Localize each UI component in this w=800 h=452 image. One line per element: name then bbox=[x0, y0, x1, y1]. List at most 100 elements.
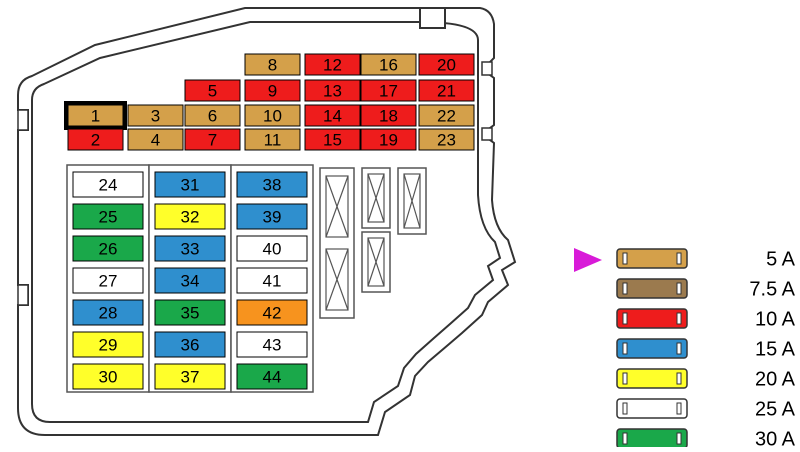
fuse-6-label: 6 bbox=[208, 107, 217, 126]
legend-swatch-pin-left bbox=[622, 312, 628, 325]
fuse-41-label: 41 bbox=[263, 272, 282, 291]
legend-label-7.5A: 7.5 A bbox=[749, 279, 795, 301]
legend-item-20A: 20 A bbox=[616, 368, 796, 391]
legend-label-25A: 25 A bbox=[755, 399, 796, 421]
fuse-30: 30 bbox=[72, 363, 144, 390]
fuse-41-body bbox=[236, 267, 308, 294]
fuse-32-body bbox=[154, 203, 226, 230]
fuse-29: 29 bbox=[72, 331, 144, 358]
housing-inner-outline bbox=[31, 21, 502, 423]
fuse-9: 9 bbox=[244, 79, 301, 102]
fuse-21-body bbox=[418, 79, 475, 102]
legend-label-20A: 20 A bbox=[755, 369, 796, 391]
legend-item-25A: 25 A bbox=[616, 398, 796, 421]
fuse-4-body bbox=[127, 128, 184, 151]
fuse-8-label: 8 bbox=[268, 56, 277, 75]
legend-item-15A: 15 A bbox=[616, 338, 796, 361]
relay-slot-1-cross-b bbox=[325, 248, 349, 311]
fuse-25-body bbox=[72, 203, 144, 230]
fuse-39-label: 39 bbox=[263, 208, 282, 227]
fuse-8: 8 bbox=[244, 53, 301, 76]
fuse-20-label: 20 bbox=[437, 56, 456, 75]
fuse-32: 32 bbox=[154, 203, 226, 230]
legend-item-10A: 10 A bbox=[616, 308, 796, 331]
fuse-40-body bbox=[236, 235, 308, 262]
fuse-17-body bbox=[360, 79, 417, 102]
fuse-22-label: 22 bbox=[437, 107, 456, 126]
housing-clip-left-1 bbox=[17, 109, 29, 131]
fuse-27-label: 27 bbox=[99, 272, 118, 291]
fuse-40: 40 bbox=[236, 235, 308, 262]
fuse-18: 18 bbox=[360, 104, 417, 127]
fuse-14-body bbox=[304, 104, 361, 127]
fuse-4-label: 4 bbox=[151, 131, 160, 150]
legend-swatch-5A bbox=[616, 248, 688, 269]
housing-clip-right-1 bbox=[481, 61, 493, 76]
fuse-7: 7 bbox=[184, 128, 241, 151]
fuse-25: 25 bbox=[72, 203, 144, 230]
fuse-42: 42 bbox=[236, 299, 308, 326]
fuse-2-label: 2 bbox=[91, 131, 100, 150]
fuse-17-label: 17 bbox=[379, 82, 398, 101]
legend-label-5A: 5 A bbox=[766, 249, 796, 271]
fuse-9-body bbox=[244, 79, 301, 102]
relay-slot-1-cross-b bbox=[325, 175, 349, 238]
legend-label-15A: 15 A bbox=[755, 339, 796, 361]
fuse-23-label: 23 bbox=[437, 131, 456, 150]
legend-item-30A: 30 A bbox=[616, 428, 796, 451]
fuse-1-label: 1 bbox=[91, 107, 100, 126]
fuse-23-body bbox=[418, 128, 475, 151]
fuse-31-body bbox=[154, 171, 226, 198]
relay-slot-2-cross-b bbox=[367, 173, 385, 223]
fuse-36-body bbox=[154, 331, 226, 358]
fuse-10: 10 bbox=[244, 104, 301, 127]
fuse-37: 37 bbox=[154, 363, 226, 390]
relay-slot-2 bbox=[361, 167, 391, 229]
fuse-26-body bbox=[72, 235, 144, 262]
fuse-5-label: 5 bbox=[208, 82, 217, 101]
fuse-39-body bbox=[236, 203, 308, 230]
fuse-7-label: 7 bbox=[208, 131, 217, 150]
fuse-4: 4 bbox=[127, 128, 184, 151]
fuse-15-body bbox=[304, 128, 361, 151]
fuse-1: 1 bbox=[64, 101, 127, 130]
fuse-36: 36 bbox=[154, 331, 226, 358]
legend-swatch-pin-right bbox=[676, 372, 682, 385]
fuse-29-body bbox=[72, 331, 144, 358]
fuse-12-body bbox=[304, 53, 361, 76]
legend-swatch-pin-left bbox=[622, 402, 628, 415]
fuse-33: 33 bbox=[154, 235, 226, 262]
fuse-3-label: 3 bbox=[151, 107, 160, 126]
fuse-22: 22 bbox=[418, 104, 475, 127]
fuse-27-body bbox=[72, 267, 144, 294]
legend-swatch-pin-left bbox=[622, 282, 628, 295]
fuse-19: 19 bbox=[360, 128, 417, 151]
fuse-39: 39 bbox=[236, 203, 308, 230]
fuse-30-label: 30 bbox=[99, 368, 118, 387]
legend-swatch-pin-right bbox=[676, 312, 682, 325]
housing-clip-left-2 bbox=[17, 284, 29, 306]
fuse-44-label: 44 bbox=[263, 368, 282, 387]
fuse-36-label: 36 bbox=[181, 336, 200, 355]
fuse-13-label: 13 bbox=[323, 82, 342, 101]
legend-swatch-pin-left bbox=[622, 252, 628, 265]
legend-swatch-pin-right bbox=[676, 432, 682, 445]
fuse-24-label: 24 bbox=[99, 176, 118, 195]
legend-swatch-10A bbox=[616, 308, 688, 329]
fuse-16: 16 bbox=[360, 53, 417, 76]
fuse-21: 21 bbox=[418, 79, 475, 102]
fuse-3-body bbox=[127, 104, 184, 127]
fuse-13-body bbox=[304, 79, 361, 102]
fuse-41: 41 bbox=[236, 267, 308, 294]
fuse-15-label: 15 bbox=[323, 131, 342, 150]
legend-swatch-pin-left bbox=[622, 432, 628, 445]
fuse-11-label: 11 bbox=[264, 131, 282, 150]
legend-swatch-pin-left bbox=[622, 372, 628, 385]
fuse-10-label: 10 bbox=[263, 107, 282, 126]
relays-layer bbox=[319, 167, 427, 319]
fuse-30-body bbox=[72, 363, 144, 390]
fuse-32-label: 32 bbox=[181, 208, 200, 227]
fuse-24-body bbox=[72, 171, 144, 198]
fuse-37-body bbox=[154, 363, 226, 390]
